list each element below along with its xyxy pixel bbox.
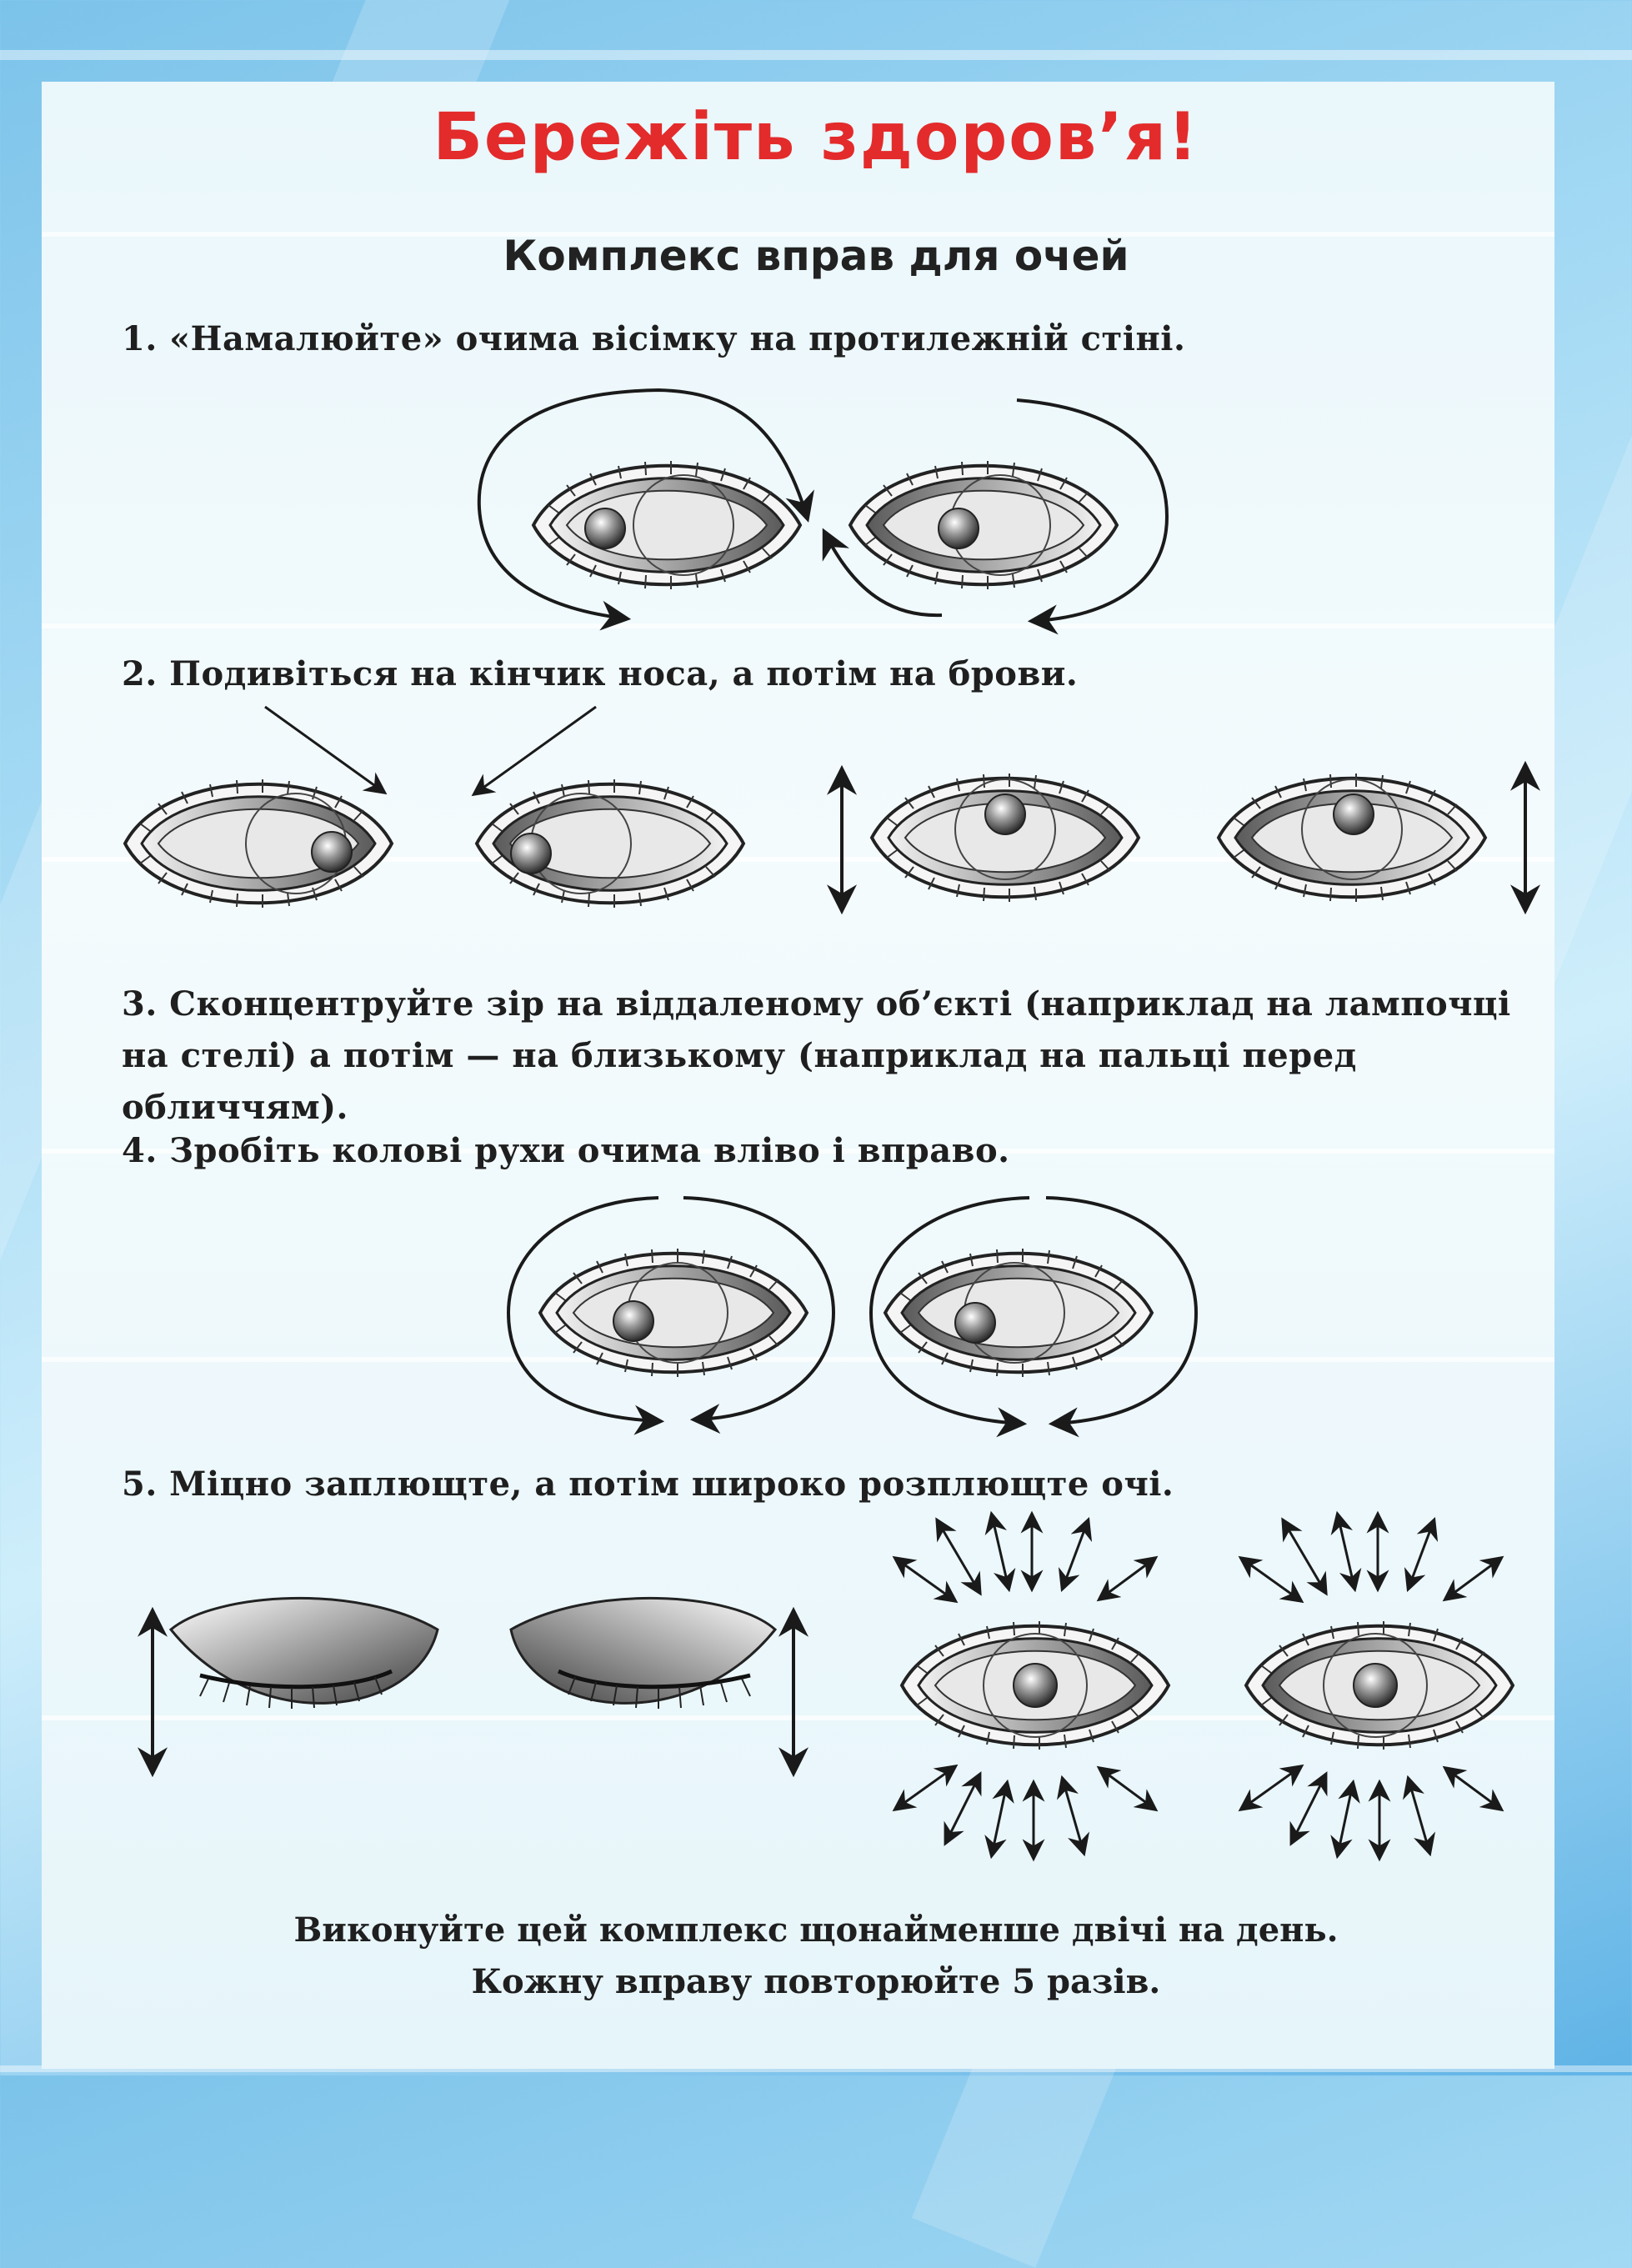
arrow-icon [683,1196,836,1434]
arrow-icon [822,528,943,618]
pupil-icon [584,508,626,549]
eye-illustrations [123,388,1540,1862]
background-stripe [0,2065,1632,2072]
background-stripe [0,50,1632,60]
arrow-icon [506,1196,665,1435]
closed-eye-icon [168,1596,439,1709]
arrow-icon [892,1510,1504,1862]
panel-stripe [42,857,1554,862]
page-title: Бережіть здоров’я! [433,100,1199,175]
exercise-2-figure [123,705,1540,915]
pupil-icon [1013,1663,1058,1708]
panel-stripe [42,1149,1554,1154]
pupil-icon [613,1300,654,1342]
step-2-text: 2. Подивіться на кінчик носа, а потім на… [122,654,1079,693]
pupil-icon [510,833,552,874]
pupil-icon [1333,794,1374,835]
pupil-icon [954,1302,996,1344]
exercise-1-figure [477,388,1169,635]
pupil-icon [984,794,1026,835]
footer-line-1: Виконуйте цей комплекс щонайменше двічі … [293,1910,1339,1950]
pupil-icon [1353,1663,1398,1708]
arrow-icon [264,705,388,795]
step-3-text: 3. Сконцентруйте зір на віддаленому об’є… [122,984,1511,1127]
pupil-icon [938,508,979,549]
arrow-icon [477,388,814,631]
exercise-4-figure [506,1196,1199,1438]
panel-stripe [42,1357,1554,1362]
exercise-5-figure [138,1510,1514,1862]
arrow-icon [1016,398,1169,635]
closed-eye-icon [509,1596,778,1709]
footer-line-2: Кожну вправу повторюйте 5 разів. [471,1962,1161,2001]
pupil-icon [311,831,353,873]
arrow-icon [869,1196,1030,1438]
arrow-icon [471,705,597,797]
arrow-icon [1045,1196,1199,1438]
step-5-text: 5. Міцно заплющте, а потім широко розплю… [122,1464,1174,1504]
panel-stripe [42,232,1554,237]
page-subtitle: Комплекс вправ для очей [503,232,1129,280]
footer-note: Виконуйте цей комплекс щонайменше двічі … [0,1905,1632,2008]
step-4-text: 4. Зробіть колові рухи очима вліво і впр… [122,1131,1010,1170]
step-1-text: 1. «Намалюйте» очима вісімку на протилеж… [122,319,1186,358]
